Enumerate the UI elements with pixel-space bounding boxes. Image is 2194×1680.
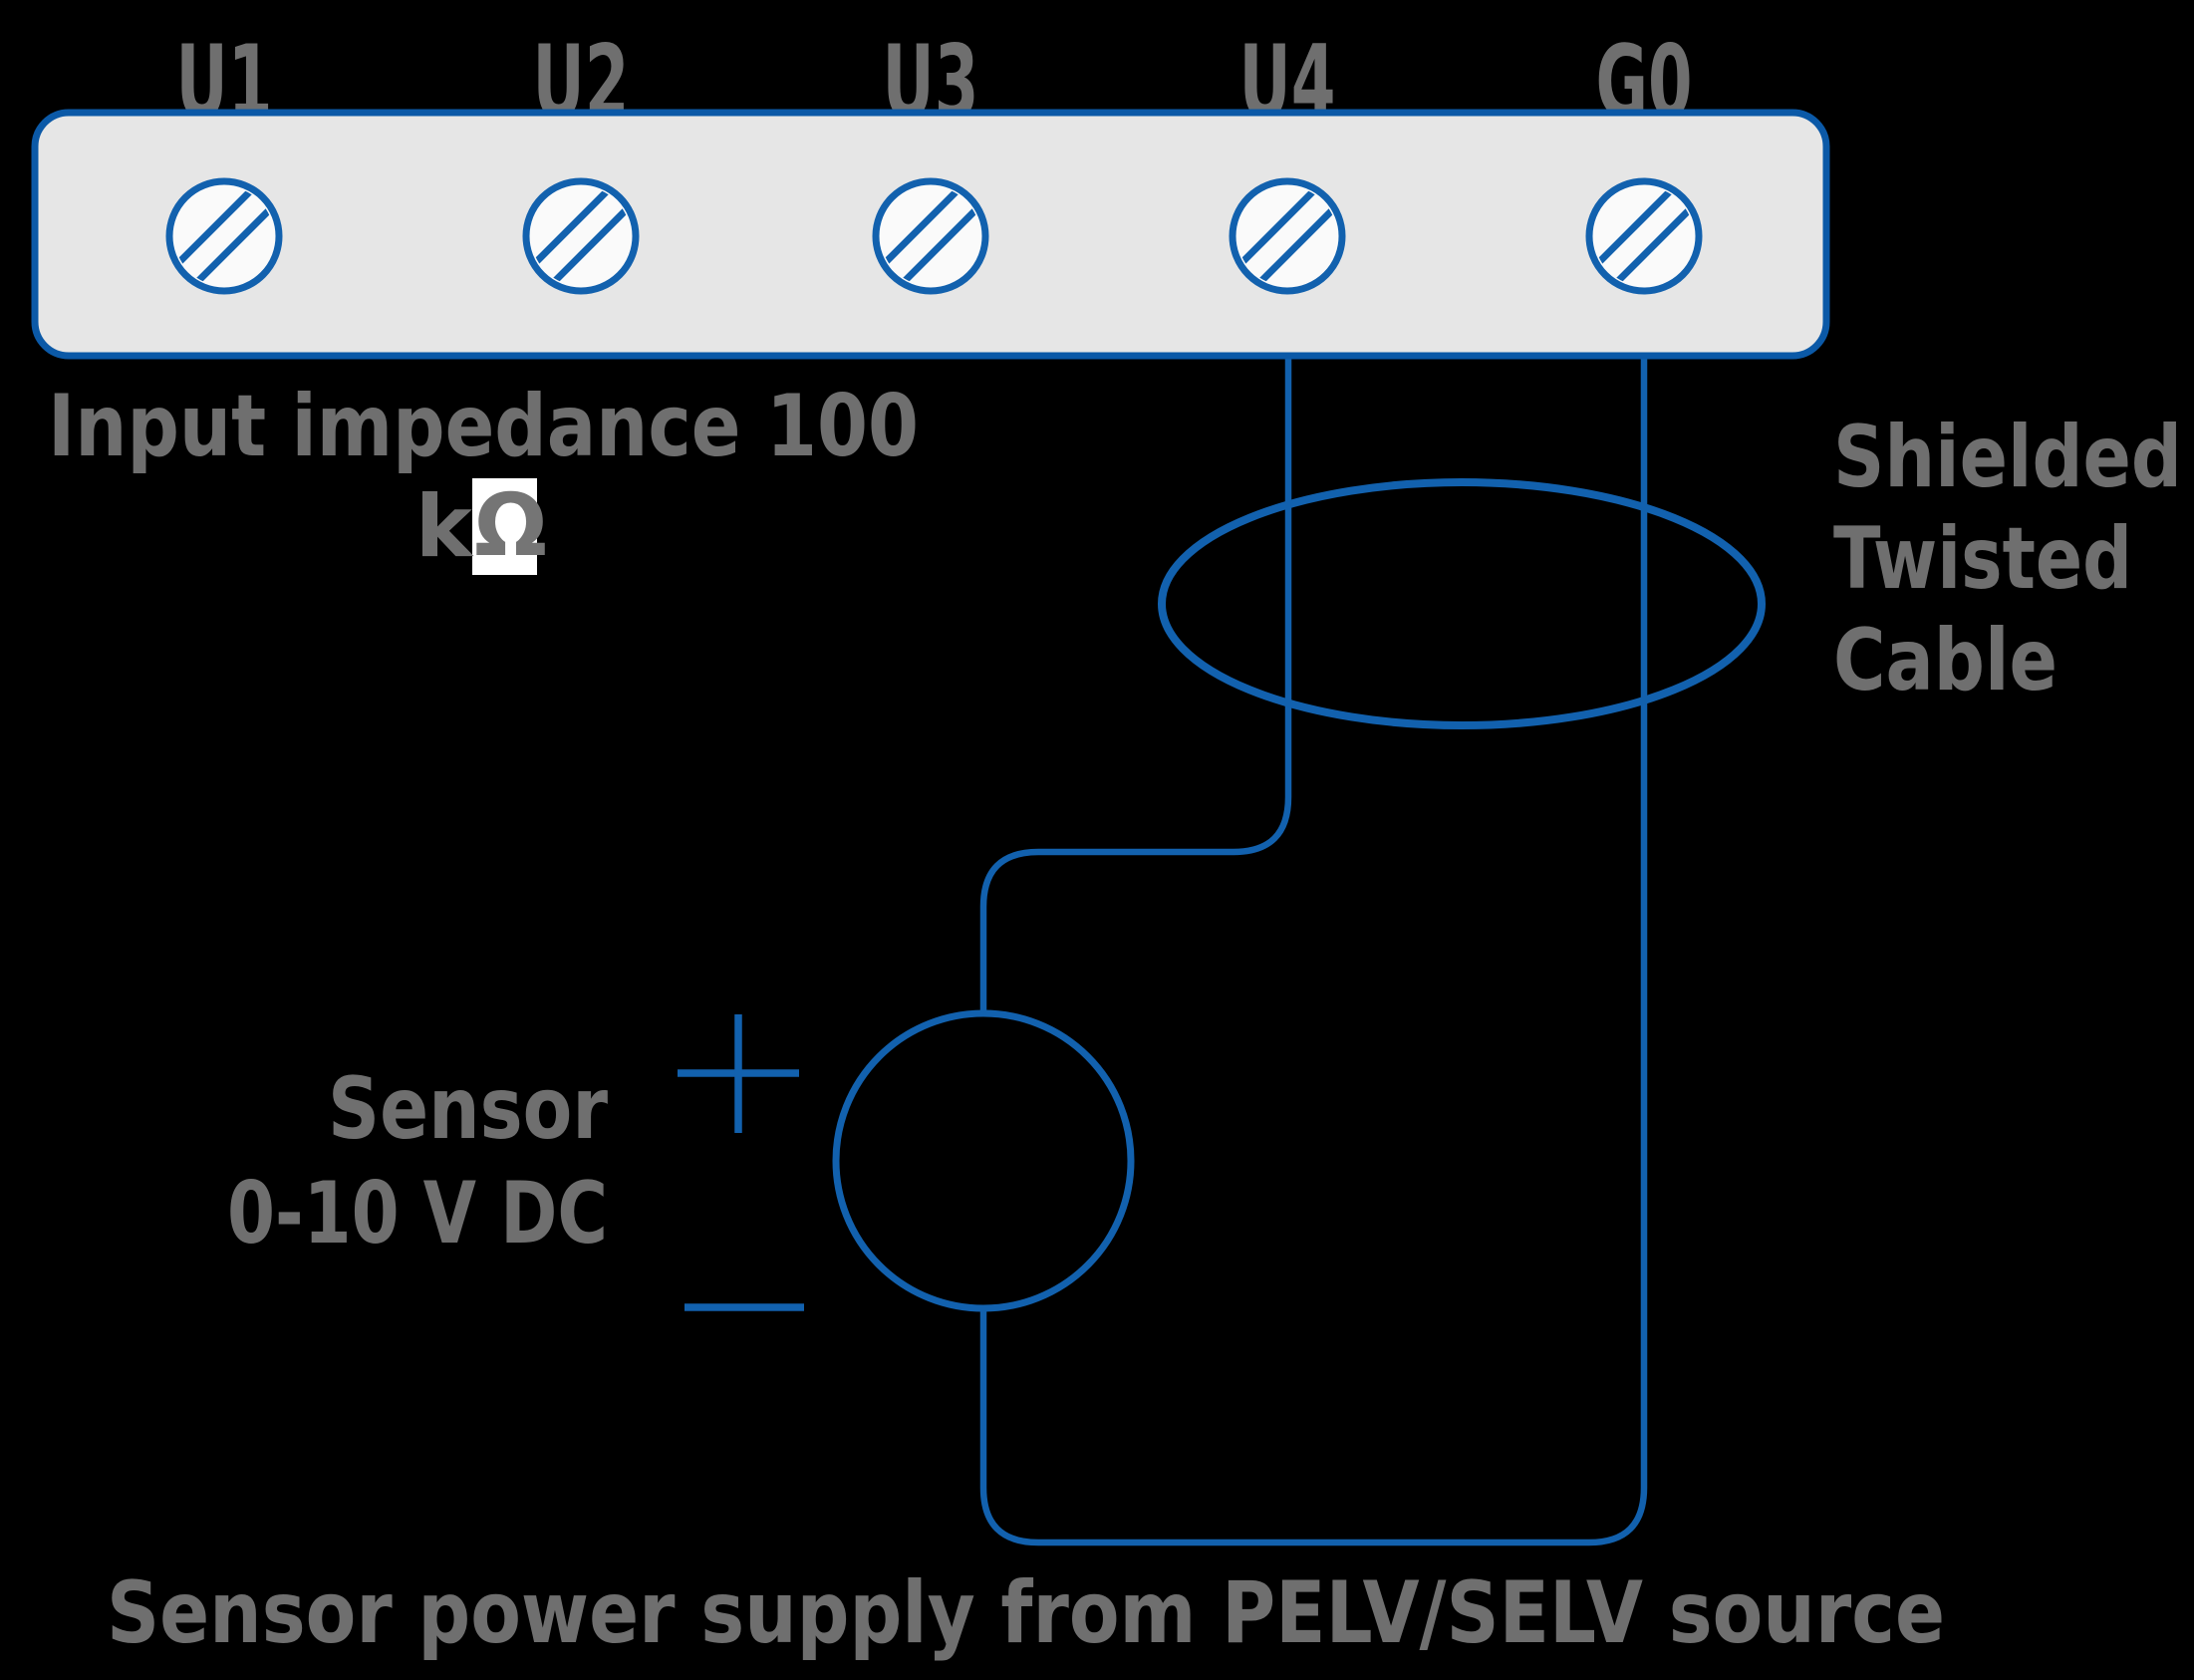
- shield-loop-icon: [1158, 478, 1766, 729]
- screw-terminal-icon: [1585, 177, 1703, 295]
- shielded-cable-label: Shielded Twisted Cable: [1833, 408, 2182, 710]
- screw-terminal-icon: [872, 177, 989, 295]
- screw-terminal-icon: [522, 177, 640, 295]
- screw-terminal-icon: [1229, 177, 1346, 295]
- terminal-u3: [872, 177, 989, 295]
- terminal-u4: [1229, 177, 1346, 295]
- wire-u4-to-sensor: [979, 359, 1292, 1012]
- shielded-cable-line3: Cable: [1833, 611, 2057, 710]
- terminal-u2: [522, 177, 640, 295]
- plus-icon: [678, 1014, 799, 1133]
- terminal-g0: [1585, 177, 1703, 295]
- terminal-u1: [165, 177, 283, 295]
- sensor-circle-icon: [832, 1009, 1135, 1312]
- wire-g0-loop: [979, 291, 1648, 1546]
- shielded-cable-line1: Shielded: [1833, 408, 2182, 507]
- bottom-caption: Sensor power supply from PELV/SELV sourc…: [107, 1563, 1945, 1663]
- sensor-label-line2: 0-10 V DC: [227, 1164, 608, 1263]
- ohm-symbol-background: [472, 478, 537, 575]
- sensor-label-line1: Sensor: [328, 1059, 608, 1159]
- ohm-symbol: Ω: [474, 476, 547, 576]
- impedance-unit-prefix: k: [415, 477, 474, 577]
- screw-terminal-icon: [165, 177, 283, 295]
- input-impedance-line1: Input impedance 100: [48, 377, 919, 476]
- sensor-label: Sensor 0-10 V DC: [227, 1059, 608, 1263]
- shielded-cable-line2: Twisted: [1833, 509, 2132, 609]
